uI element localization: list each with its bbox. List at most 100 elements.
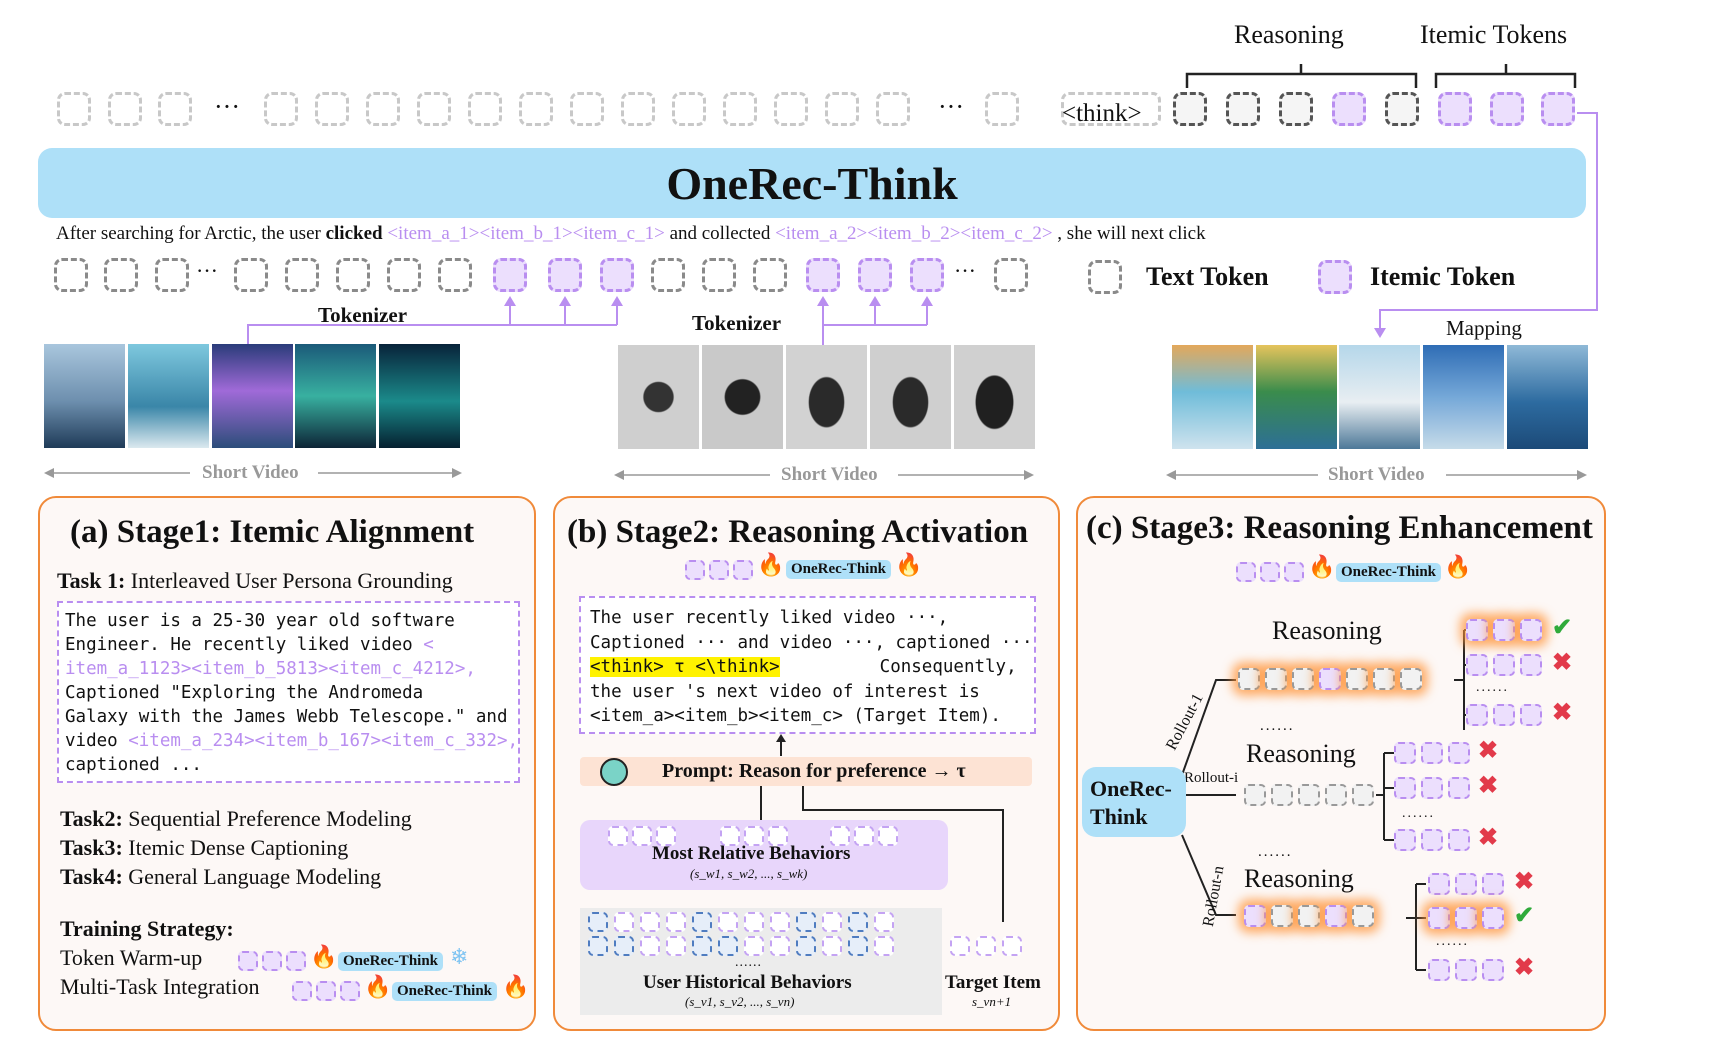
cross-icon: ✖: [1552, 650, 1573, 676]
video-thumbnail: [1507, 345, 1588, 449]
rollout-token: [1292, 668, 1314, 690]
prompt-text: Prompt: Reason for preference → τ: [662, 760, 966, 782]
onerec-think-label-line2: Think: [1090, 804, 1148, 829]
behavior-token: [718, 936, 738, 956]
task-text: Itemic Dense Captioning: [122, 835, 349, 860]
rollout-token: [1482, 959, 1504, 981]
model-pill: OneRec-Think: [338, 952, 444, 971]
text-token: [315, 92, 349, 126]
text-token: [519, 92, 553, 126]
itemic-token: [806, 258, 840, 292]
rollout-i-label: Rollout-i: [1184, 770, 1239, 786]
text-token: [438, 258, 472, 292]
rollout-token: [1394, 742, 1416, 764]
reasoning-text: Consequently,: [879, 657, 1017, 677]
text-token: [57, 92, 91, 126]
text-token: [723, 92, 757, 126]
snowflake-icon: ❄: [450, 944, 469, 969]
dots: ......: [735, 955, 762, 970]
video-thumbnail: [618, 345, 699, 449]
reasoning-line: The user recently liked video ···,: [590, 608, 949, 628]
model-pill: OneRec-Think: [392, 982, 498, 1001]
reasoning-label: Reasoning: [1272, 616, 1382, 645]
rollout-token: [1448, 829, 1470, 851]
itemic-token: [340, 981, 360, 1001]
task1-label: Task 1:: [57, 568, 126, 593]
cross-icon: ✖: [1552, 700, 1573, 726]
persona-text: Engineer. He recently liked video: [65, 635, 424, 655]
user-icon: [600, 758, 628, 786]
video-thumbnail: [1339, 345, 1420, 449]
persona-text: video: [65, 731, 129, 751]
text-token: [108, 92, 142, 126]
onerec-think-label-line1: OneRec-: [1090, 776, 1172, 801]
think-tag: <think>: [1062, 100, 1142, 127]
fire-icon: 🔥: [1444, 554, 1472, 579]
dots: ......: [1436, 934, 1469, 949]
reasoning-label: Reasoning: [1244, 864, 1354, 893]
sentence-items-2: <item_a_2><item_b_2><item_c_2>: [775, 223, 1053, 244]
itemic-token: [1284, 562, 1304, 582]
rollout-token: [1400, 668, 1422, 690]
cross-icon: ✖: [1514, 869, 1535, 895]
itemic-token: [1438, 92, 1472, 126]
legend-text-token-swatch: [1088, 260, 1122, 294]
reasoning-line: <item_a><item_b><item_c> (Target Item).: [590, 706, 1001, 726]
stage2-title: (b) Stage2: Reasoning Activation: [567, 514, 1029, 550]
text-token: [285, 258, 319, 292]
behavior-token: [874, 936, 894, 956]
rollout-token: [1455, 907, 1477, 929]
text-token: [825, 92, 859, 126]
reasoning-label: Reasoning: [1234, 20, 1344, 49]
short-video-label-2: Short Video: [781, 464, 878, 485]
itemic-token: [238, 951, 258, 971]
reasoning-label: Reasoning: [1246, 739, 1356, 768]
video-thumbnail: [702, 345, 783, 449]
task1: Task 1: Interleaved User Persona Groundi…: [57, 568, 453, 594]
fire-icon: 🔥: [1308, 554, 1336, 579]
rollout-token: [1493, 704, 1515, 726]
video-thumbnail: [870, 345, 951, 449]
sentence-suffix: , she will next click: [1052, 223, 1206, 244]
behavior-token: [878, 826, 898, 846]
itemic-token: [1541, 92, 1575, 126]
strategy-multitask: Multi-Task Integration: [60, 974, 260, 999]
rollout-token: [1325, 784, 1347, 806]
text-token: [234, 258, 268, 292]
itemic-token: [1260, 562, 1280, 582]
rollout-token: [1428, 907, 1450, 929]
stage1-title: (a) Stage1: Itemic Alignment: [70, 514, 475, 550]
persona-line: captioned ...: [65, 755, 202, 775]
behavior-token: [666, 912, 686, 932]
video-thumbnail: [786, 345, 867, 449]
sentence-mid: and collected: [669, 223, 776, 244]
behavior-token: [720, 826, 740, 846]
stage3-title: (c) Stage3: Reasoning Enhancement: [1086, 510, 1593, 546]
persona-line: Engineer. He recently liked video <: [65, 633, 512, 657]
stage3-tree-lines: [1181, 629, 1474, 971]
behavior-token: [744, 826, 764, 846]
training-strategy-title: Training Strategy:: [60, 916, 234, 941]
mapping-label: Mapping: [1446, 316, 1522, 340]
behavior-token: [874, 912, 894, 932]
task-item: Task2: Sequential Preference Modeling: [60, 804, 412, 833]
rollout-token: [1244, 905, 1266, 927]
cross-icon: ✖: [1478, 825, 1499, 851]
text-token: [876, 92, 910, 126]
reasoning-line: <think> τ <\think>Consequently,: [590, 655, 1025, 680]
task1-text: Interleaved User Persona Grounding: [125, 568, 453, 593]
behavior-token: [640, 936, 660, 956]
rollout-token: [1298, 905, 1320, 927]
itemic-token: [1236, 562, 1256, 582]
itemic-token: [316, 981, 336, 1001]
text-token: [753, 258, 787, 292]
itemic-token: [709, 560, 729, 580]
rollout-token: [1493, 619, 1515, 641]
video-thumbnail: [1256, 345, 1337, 449]
legend-itemic-token: Itemic Token: [1370, 262, 1516, 291]
dots: ......: [1260, 718, 1295, 734]
itemic-token: [733, 560, 753, 580]
behavior-token: [1002, 936, 1022, 956]
rollout-token: [1373, 668, 1395, 690]
rollout-token: [1394, 829, 1416, 851]
